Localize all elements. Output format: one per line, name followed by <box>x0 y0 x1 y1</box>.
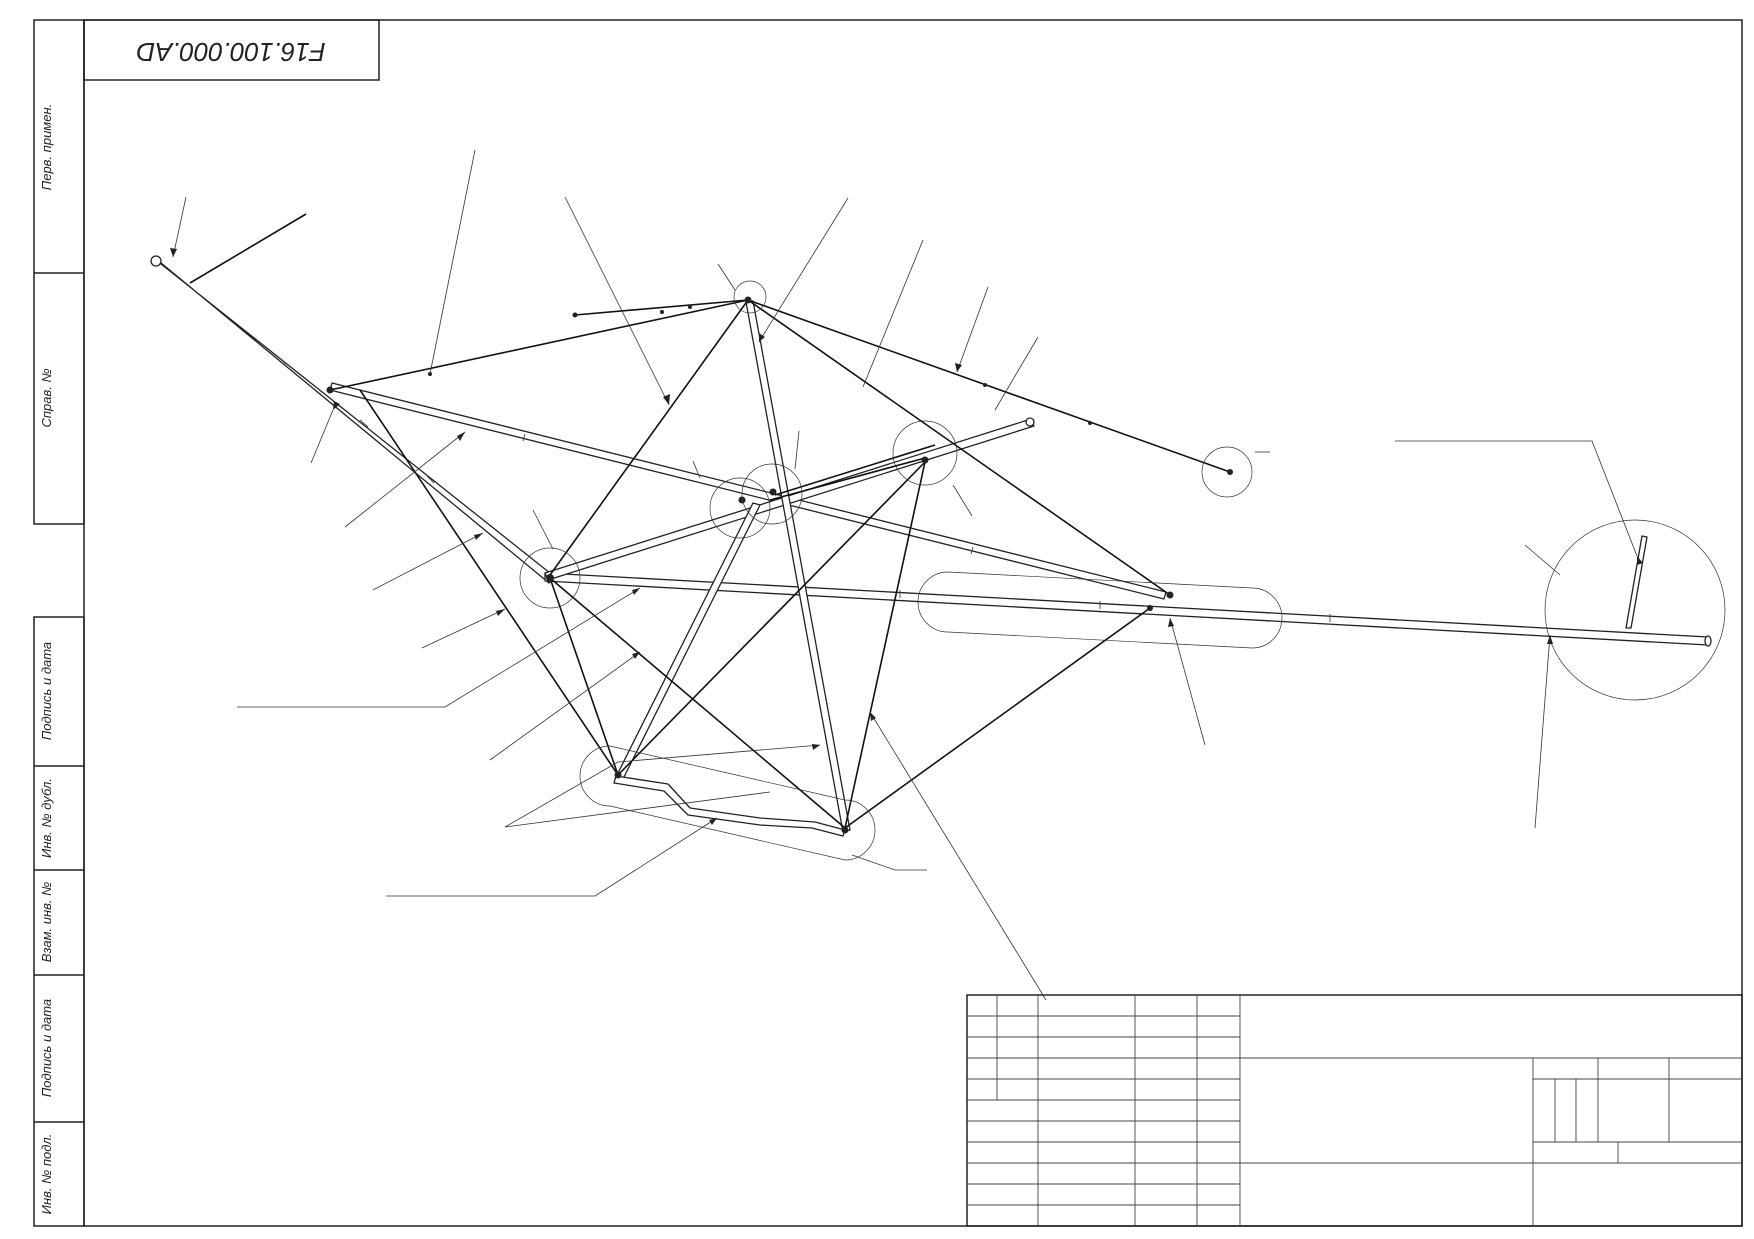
drawing-frame <box>33 19 1743 1227</box>
label-inv-no-podl: Инв. № подл. <box>39 1134 54 1215</box>
label-podpis-data-2: Подпись и дата <box>39 999 54 1097</box>
tube-upper-diagonal <box>329 382 1167 600</box>
label-sprav-no: Справ. № <box>39 368 54 427</box>
leader-arrowheads <box>170 248 1643 825</box>
detail-callouts <box>519 280 1726 861</box>
tube-mast-center <box>745 300 851 833</box>
designation-box: F16.100.000.AD <box>83 19 380 81</box>
title-block <box>966 994 1743 1227</box>
drawing-designation: F16.100.000.AD <box>136 37 325 67</box>
tube-boom-upper <box>150 213 556 584</box>
right-stub-post <box>1625 535 1648 629</box>
joint-nodes <box>326 296 1233 834</box>
leader-lines <box>172 149 1638 1001</box>
tube-lower-frame <box>613 775 846 837</box>
assembly-view <box>150 149 1726 1001</box>
label-vzam-inv-no: Взам. инв. № <box>39 882 54 962</box>
tube-main-long <box>544 572 1712 647</box>
label-podpis-data-1: Подпись и дата <box>39 642 54 740</box>
cable-set <box>329 299 1231 829</box>
label-perv-primen: Перв. примен. <box>39 104 54 190</box>
side-strip: Перв. примен. Справ. № Подпись и дата Ин… <box>39 104 54 1215</box>
label-inv-no-dubl: Инв. № дубл. <box>39 778 54 858</box>
